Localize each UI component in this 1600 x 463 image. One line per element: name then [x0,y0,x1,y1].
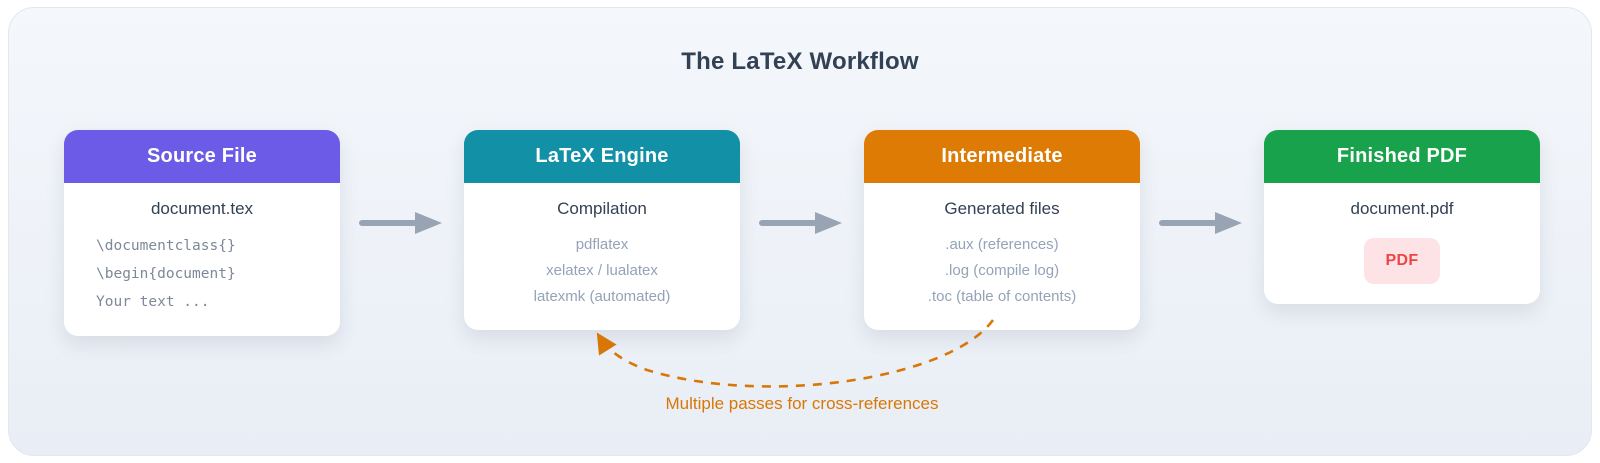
generated-file: .aux (references) [945,236,1059,253]
diagram-canvas: The LaTeX Workflow Source File document.… [8,7,1592,456]
intermediate-step-label: Generated files [944,199,1060,218]
card-intermediate: Intermediate Generated files .aux (refer… [864,130,1140,330]
card-latex-engine: LaTeX Engine Compilation pdflatex xelate… [464,130,740,330]
generated-file: .toc (table of contents) [927,288,1077,305]
card-intermediate-header: Intermediate [864,130,1140,183]
source-filename: document.tex [150,199,254,218]
card-latex-engine-header: LaTeX Engine [464,130,740,183]
card-intermediate-body: Generated files .aux (references) .log (… [864,183,1140,330]
card-source-file-header: Source File [64,130,340,183]
engine-step-label: Compilation [557,199,647,218]
source-code-snippet: \documentclass{} \begin{document} Your t… [82,232,322,316]
diagram-title: The LaTeX Workflow [681,48,919,75]
card-source-file-body: document.tex \documentclass{} \begin{doc… [64,183,340,336]
flow-arrow-1 [359,212,442,234]
engine-option: latexmk (automated) [533,288,671,305]
flow-arrow-3 [1159,212,1242,234]
card-latex-engine-body: Compilation pdflatex xelatex / lualatex … [464,183,740,330]
code-line: \begin{document} [96,266,236,282]
engine-option: xelatex / lualatex [546,262,658,279]
card-finished-pdf-body: document.pdf PDF [1264,183,1540,304]
engine-option: pdflatex [575,236,629,253]
card-finished-pdf-header: Finished PDF [1264,130,1540,183]
generated-file: .log (compile log) [944,262,1060,279]
pdf-badge: PDF [1363,238,1441,284]
code-line: \documentclass{} [96,238,236,254]
card-finished-pdf: Finished PDF document.pdf PDF [1264,130,1540,304]
feedback-loop-label: Multiple passes for cross-references [665,394,939,413]
pdf-filename: document.pdf [1350,199,1454,218]
flow-arrow-2 [759,212,842,234]
card-source-file: Source File document.tex \documentclass{… [64,130,340,336]
code-line: Your text ... [96,294,210,310]
